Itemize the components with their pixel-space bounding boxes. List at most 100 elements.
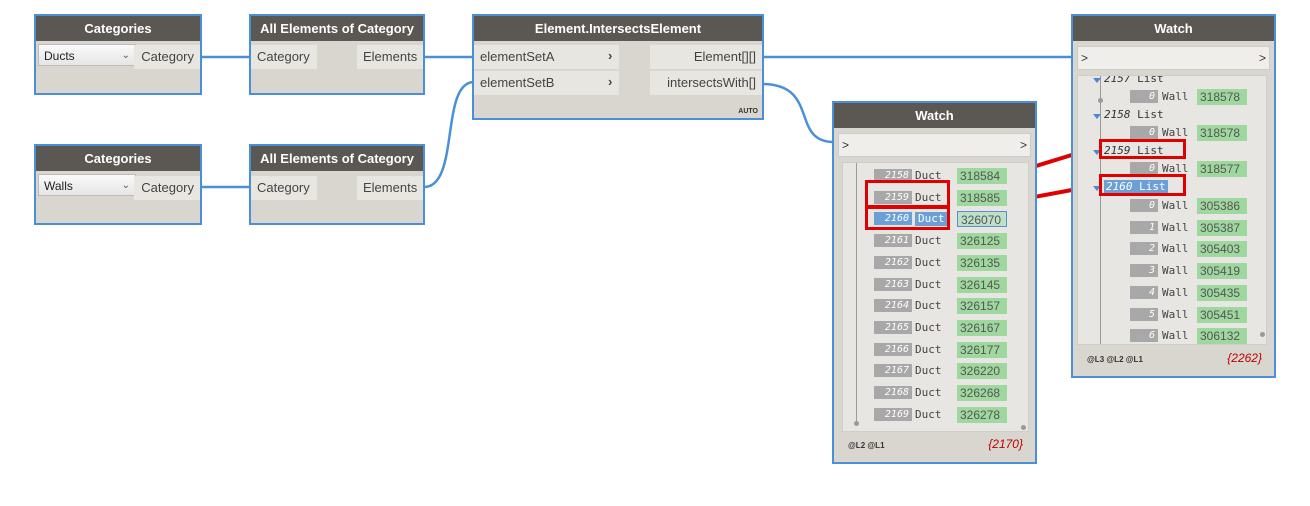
item-value: 326177 xyxy=(957,341,1007,358)
level-indicators[interactable]: @L2 @L1 xyxy=(848,441,885,450)
intersects-element-node[interactable]: Element.IntersectsElement elementSetA › … xyxy=(472,14,764,120)
level-l1[interactable]: @L1 xyxy=(867,441,885,450)
output-port-elements[interactable]: Elements xyxy=(357,176,423,200)
dropdown-value: Ducts xyxy=(44,49,75,63)
level-l3[interactable]: @L3 xyxy=(1087,355,1105,364)
categories-node-ducts[interactable]: Categories Ducts ⌄ Category xyxy=(34,14,202,95)
expand-triangle-icon[interactable] xyxy=(1093,114,1101,119)
input-port-arrow[interactable]: > xyxy=(1081,51,1089,65)
item-type: Duct xyxy=(915,342,942,356)
item-value: 305435 xyxy=(1197,284,1247,301)
output-port-element-array[interactable]: Element[][] xyxy=(650,45,762,69)
lacing-indicator[interactable]: AUTO xyxy=(738,108,758,115)
highlight-box-2160-duct xyxy=(865,206,950,230)
item-type: Duct xyxy=(915,190,942,204)
input-port-category[interactable]: Category xyxy=(251,45,317,69)
item-type: Duct xyxy=(915,320,942,334)
watch-port-bar: > > xyxy=(1077,46,1270,70)
categories-node-walls[interactable]: Categories Walls ⌄ Category xyxy=(34,144,202,225)
item-value: 318578 xyxy=(1197,89,1247,105)
input-port-elementseta[interactable]: elementSetA xyxy=(474,45,619,69)
list-header[interactable]: 2158 List xyxy=(1104,108,1164,121)
scrollbar-thumb[interactable] xyxy=(1260,332,1265,337)
output-port-category[interactable]: Category xyxy=(134,45,200,69)
list-header[interactable]: 2157 List xyxy=(1104,75,1164,85)
item-index: 2165 xyxy=(874,320,912,334)
scrollbar-thumb[interactable] xyxy=(1021,425,1026,430)
item-index: 3 xyxy=(1130,264,1158,278)
item-index: 4 xyxy=(1130,285,1158,299)
level-l2[interactable]: @L2 xyxy=(848,441,866,450)
output-port-arrow[interactable]: > xyxy=(1258,51,1266,65)
item-value: 326167 xyxy=(957,319,1007,336)
item-index: 2167 xyxy=(874,364,912,378)
category-dropdown[interactable]: Ducts ⌄ xyxy=(38,44,136,66)
list-label: List xyxy=(1139,180,1166,193)
output-port-category[interactable]: Category xyxy=(134,176,200,200)
item-index: 6 xyxy=(1130,329,1158,343)
output-port-arrow[interactable]: > xyxy=(1019,138,1027,152)
expand-triangle-icon[interactable] xyxy=(1093,150,1101,155)
level-l1[interactable]: @L1 xyxy=(1125,355,1143,364)
item-type: Duct xyxy=(915,364,942,378)
item-type: Wall xyxy=(1162,285,1189,299)
category-dropdown[interactable]: Walls ⌄ xyxy=(38,174,136,196)
item-value: 305419 xyxy=(1197,263,1247,280)
output-port-intersectswith[interactable]: intersectsWith[] xyxy=(650,71,762,95)
chevron-down-icon: ⌄ xyxy=(121,50,130,61)
item-value: 326157 xyxy=(957,298,1007,315)
node-title: All Elements of Category xyxy=(251,146,423,171)
output-port-elements[interactable]: Elements xyxy=(357,45,423,69)
level-l2[interactable]: @L2 xyxy=(1106,355,1124,364)
expand-triangle-icon[interactable] xyxy=(1093,78,1101,83)
level-indicators[interactable]: @L3 @L2 @L1 xyxy=(1087,355,1143,364)
node-title: All Elements of Category xyxy=(251,16,423,41)
item-type: Wall xyxy=(1162,242,1189,256)
item-type: Wall xyxy=(1162,329,1189,343)
item-type: Duct xyxy=(915,407,942,421)
list-item[interactable]: 4 Wall 305435 xyxy=(1078,284,1258,302)
expand-triangle-icon[interactable] xyxy=(1093,186,1101,191)
item-value: 318577 xyxy=(1197,161,1247,177)
list-header[interactable]: 2160 List xyxy=(1104,180,1168,193)
item-value: 305387 xyxy=(1197,219,1247,236)
node-title: Categories xyxy=(36,16,200,41)
input-port-arrow[interactable]: > xyxy=(842,138,850,152)
all-elements-node-1[interactable]: All Elements of Category Category Elemen… xyxy=(249,14,425,95)
item-type: Wall xyxy=(1162,307,1189,321)
tree-node-dot xyxy=(854,421,859,426)
input-port-elementsetb[interactable]: elementSetB xyxy=(474,71,619,95)
item-index: 5 xyxy=(1130,307,1158,321)
input-port-category[interactable]: Category xyxy=(251,176,317,200)
all-elements-node-2[interactable]: All Elements of Category Category Elemen… xyxy=(249,144,425,225)
item-index: 2158 xyxy=(874,169,912,182)
item-index: 0 xyxy=(1130,126,1158,139)
highlight-box-2159-duct xyxy=(865,180,950,208)
list-header[interactable]: 2159 List xyxy=(1104,144,1164,157)
list-index: 2157 xyxy=(1104,75,1131,85)
